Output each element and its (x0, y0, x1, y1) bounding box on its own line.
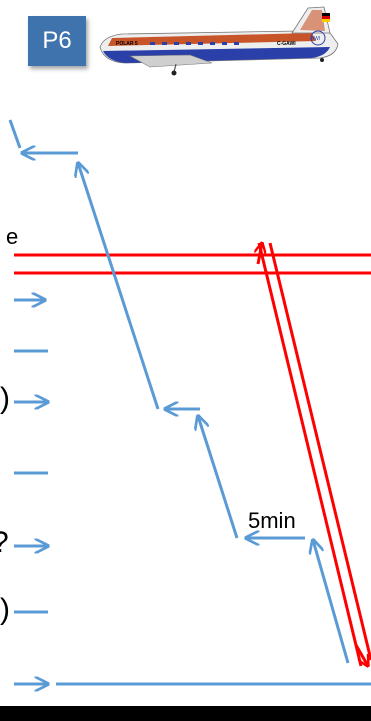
red-track (14, 243, 371, 666)
left-cut-label-bottom: ) (0, 593, 10, 626)
profile-badge: P6 (28, 16, 86, 66)
bottom-bar (0, 706, 371, 721)
aircraft-illustration: AWI POLAR 5 C-GAWI (99, 6, 339, 76)
aircraft-logo: AWI (311, 36, 320, 42)
left-cut-label-middle1: ) (0, 382, 10, 415)
aircraft-registration: C-GAWI (277, 41, 296, 47)
blue-flight-path (8, 119, 371, 684)
aircraft-name-marking: POLAR 5 (116, 41, 138, 47)
left-cut-label-middle2: ? (0, 526, 9, 559)
duration-label: 5min (248, 508, 296, 533)
left-cut-label-top: e (6, 224, 18, 249)
profile-badge-label: P6 (42, 27, 72, 54)
